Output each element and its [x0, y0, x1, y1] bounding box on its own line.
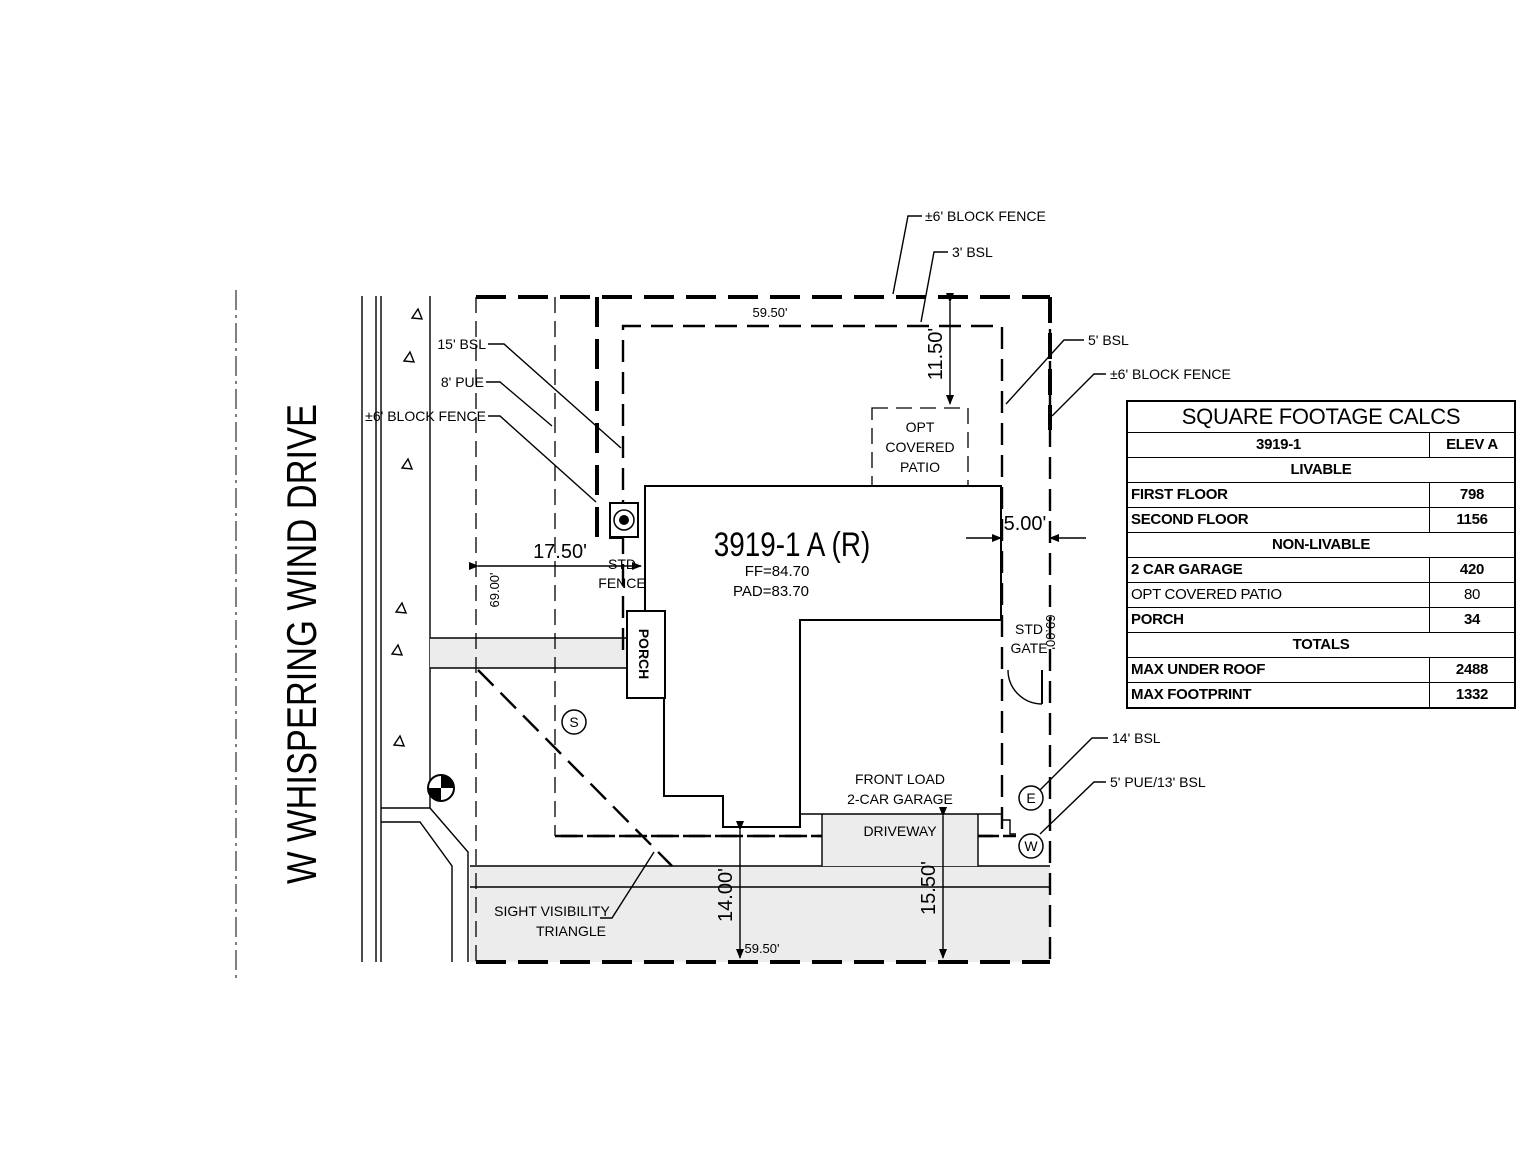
curb-return — [381, 807, 469, 962]
row-label: SECOND FLOOR — [1126, 507, 1430, 533]
row-label: PORCH — [1126, 607, 1430, 633]
table-elev: ELEV A — [1429, 432, 1516, 458]
sidewalk-markers — [390, 307, 424, 747]
sewer-icon — [561, 709, 587, 735]
label-std-gate-2: GATE — [1010, 640, 1047, 656]
row-value: 2488 — [1429, 657, 1516, 683]
row-value: 420 — [1429, 557, 1516, 583]
label-14-bsl: 14' BSL — [1112, 730, 1161, 746]
table-row: SECOND FLOOR 1156 — [1126, 507, 1516, 533]
dim-rear-setback: 11.50' — [925, 328, 947, 380]
bottom-sidewalk — [470, 866, 1050, 962]
porch — [626, 610, 666, 699]
row-value: 34 — [1429, 607, 1516, 633]
dim-front-14: 14.00' — [715, 868, 737, 922]
dim-right-side: 5.00' — [1004, 513, 1047, 535]
dim-bottom-width: 59.50' — [744, 941, 779, 956]
electric-icon — [1018, 785, 1044, 811]
leader-lines — [486, 215, 1108, 919]
label-patio-2: COVERED — [885, 439, 954, 455]
row-label: MAX UNDER ROOF — [1126, 657, 1430, 683]
dim-top-width: 59.50' — [752, 305, 787, 320]
street-name: W WHISPERING WIND DRIVE — [279, 404, 326, 884]
row-value: 798 — [1429, 482, 1516, 508]
table-row: 2 CAR GARAGE 420 — [1126, 557, 1516, 583]
label-driveway: DRIVEWAY — [863, 823, 937, 839]
finished-floor: FF=84.70 — [745, 563, 810, 580]
dim-left-depth: 69.00' — [487, 572, 502, 607]
survey-monument-icon — [427, 774, 455, 802]
square-footage-table: SQUARE FOOTAGE CALCS 3919-1 ELEV A LIVAB… — [1126, 400, 1516, 709]
label-sewer: S — [569, 714, 578, 730]
label-sight-1: SIGHT VISIBILITY — [494, 903, 610, 919]
table-row: FIRST FLOOR 798 — [1126, 482, 1516, 508]
label-std-fence-1: STD — [608, 556, 636, 572]
non-livable-header: NON-LIVABLE — [1126, 532, 1516, 558]
table-plan: 3919-1 — [1126, 432, 1430, 458]
row-value: 1156 — [1429, 507, 1516, 533]
label-std-gate-1: STD — [1015, 621, 1043, 637]
row-value: 80 — [1429, 582, 1516, 608]
row-value: 1332 — [1429, 682, 1516, 709]
label-porch: PORCH — [636, 629, 652, 680]
label-std-fence-2: FENCE — [598, 575, 645, 591]
row-label: MAX FOOTPRINT — [1126, 682, 1430, 709]
table-title: SQUARE FOOTAGE CALCS — [1126, 400, 1516, 433]
label-patio-1: OPT — [906, 419, 935, 435]
totals-header: TOTALS — [1126, 632, 1516, 658]
label-electric: E — [1026, 790, 1035, 806]
label-3-bsl: 3' BSL — [952, 244, 993, 260]
label-block-fence-top: ±6' BLOCK FENCE — [925, 208, 1046, 224]
table-row: PORCH 34 — [1126, 607, 1516, 633]
driveway — [800, 813, 1001, 866]
label-block-fence-left: ±6' BLOCK FENCE — [365, 408, 486, 424]
ac-unit-icon — [609, 502, 639, 538]
label-water: W — [1024, 838, 1038, 854]
label-sight-2: TRIANGLE — [536, 923, 606, 939]
label-15-bsl: 15' BSL — [437, 336, 486, 352]
label-pue-bsl: 5' PUE/13' BSL — [1110, 774, 1206, 790]
water-icon — [1018, 833, 1044, 859]
dim-right-depth: 69.00' — [1043, 614, 1058, 649]
sight-visibility-triangle — [477, 669, 673, 867]
row-label: 2 CAR GARAGE — [1126, 557, 1430, 583]
label-block-fence-right: ±6' BLOCK FENCE — [1110, 366, 1231, 382]
table-row: MAX FOOTPRINT 1332 — [1126, 682, 1516, 709]
row-label: FIRST FLOOR — [1126, 482, 1430, 508]
table-row: OPT COVERED PATIO 80 — [1126, 582, 1516, 608]
label-patio-3: PATIO — [900, 459, 940, 475]
table-row: MAX UNDER ROOF 2488 — [1126, 657, 1516, 683]
label-8-pue: 8' PUE — [441, 374, 484, 390]
livable-header: LIVABLE — [1126, 457, 1516, 483]
house-plan-label: 3919-1 A (R) — [714, 525, 870, 563]
label-5-bsl: 5' BSL — [1088, 332, 1129, 348]
label-garage-2: 2-CAR GARAGE — [847, 791, 953, 807]
dim-front-15: 15.50' — [918, 861, 940, 915]
dim-left-side: 17.50' — [533, 541, 587, 563]
std-gate — [1007, 669, 1043, 705]
label-garage-1: FRONT LOAD — [855, 771, 945, 787]
front-walk — [430, 638, 626, 668]
street-area — [235, 290, 626, 982]
row-label: OPT COVERED PATIO — [1126, 582, 1430, 608]
dimension-lines — [469, 293, 1086, 959]
pad-elevation: PAD=83.70 — [733, 583, 809, 600]
